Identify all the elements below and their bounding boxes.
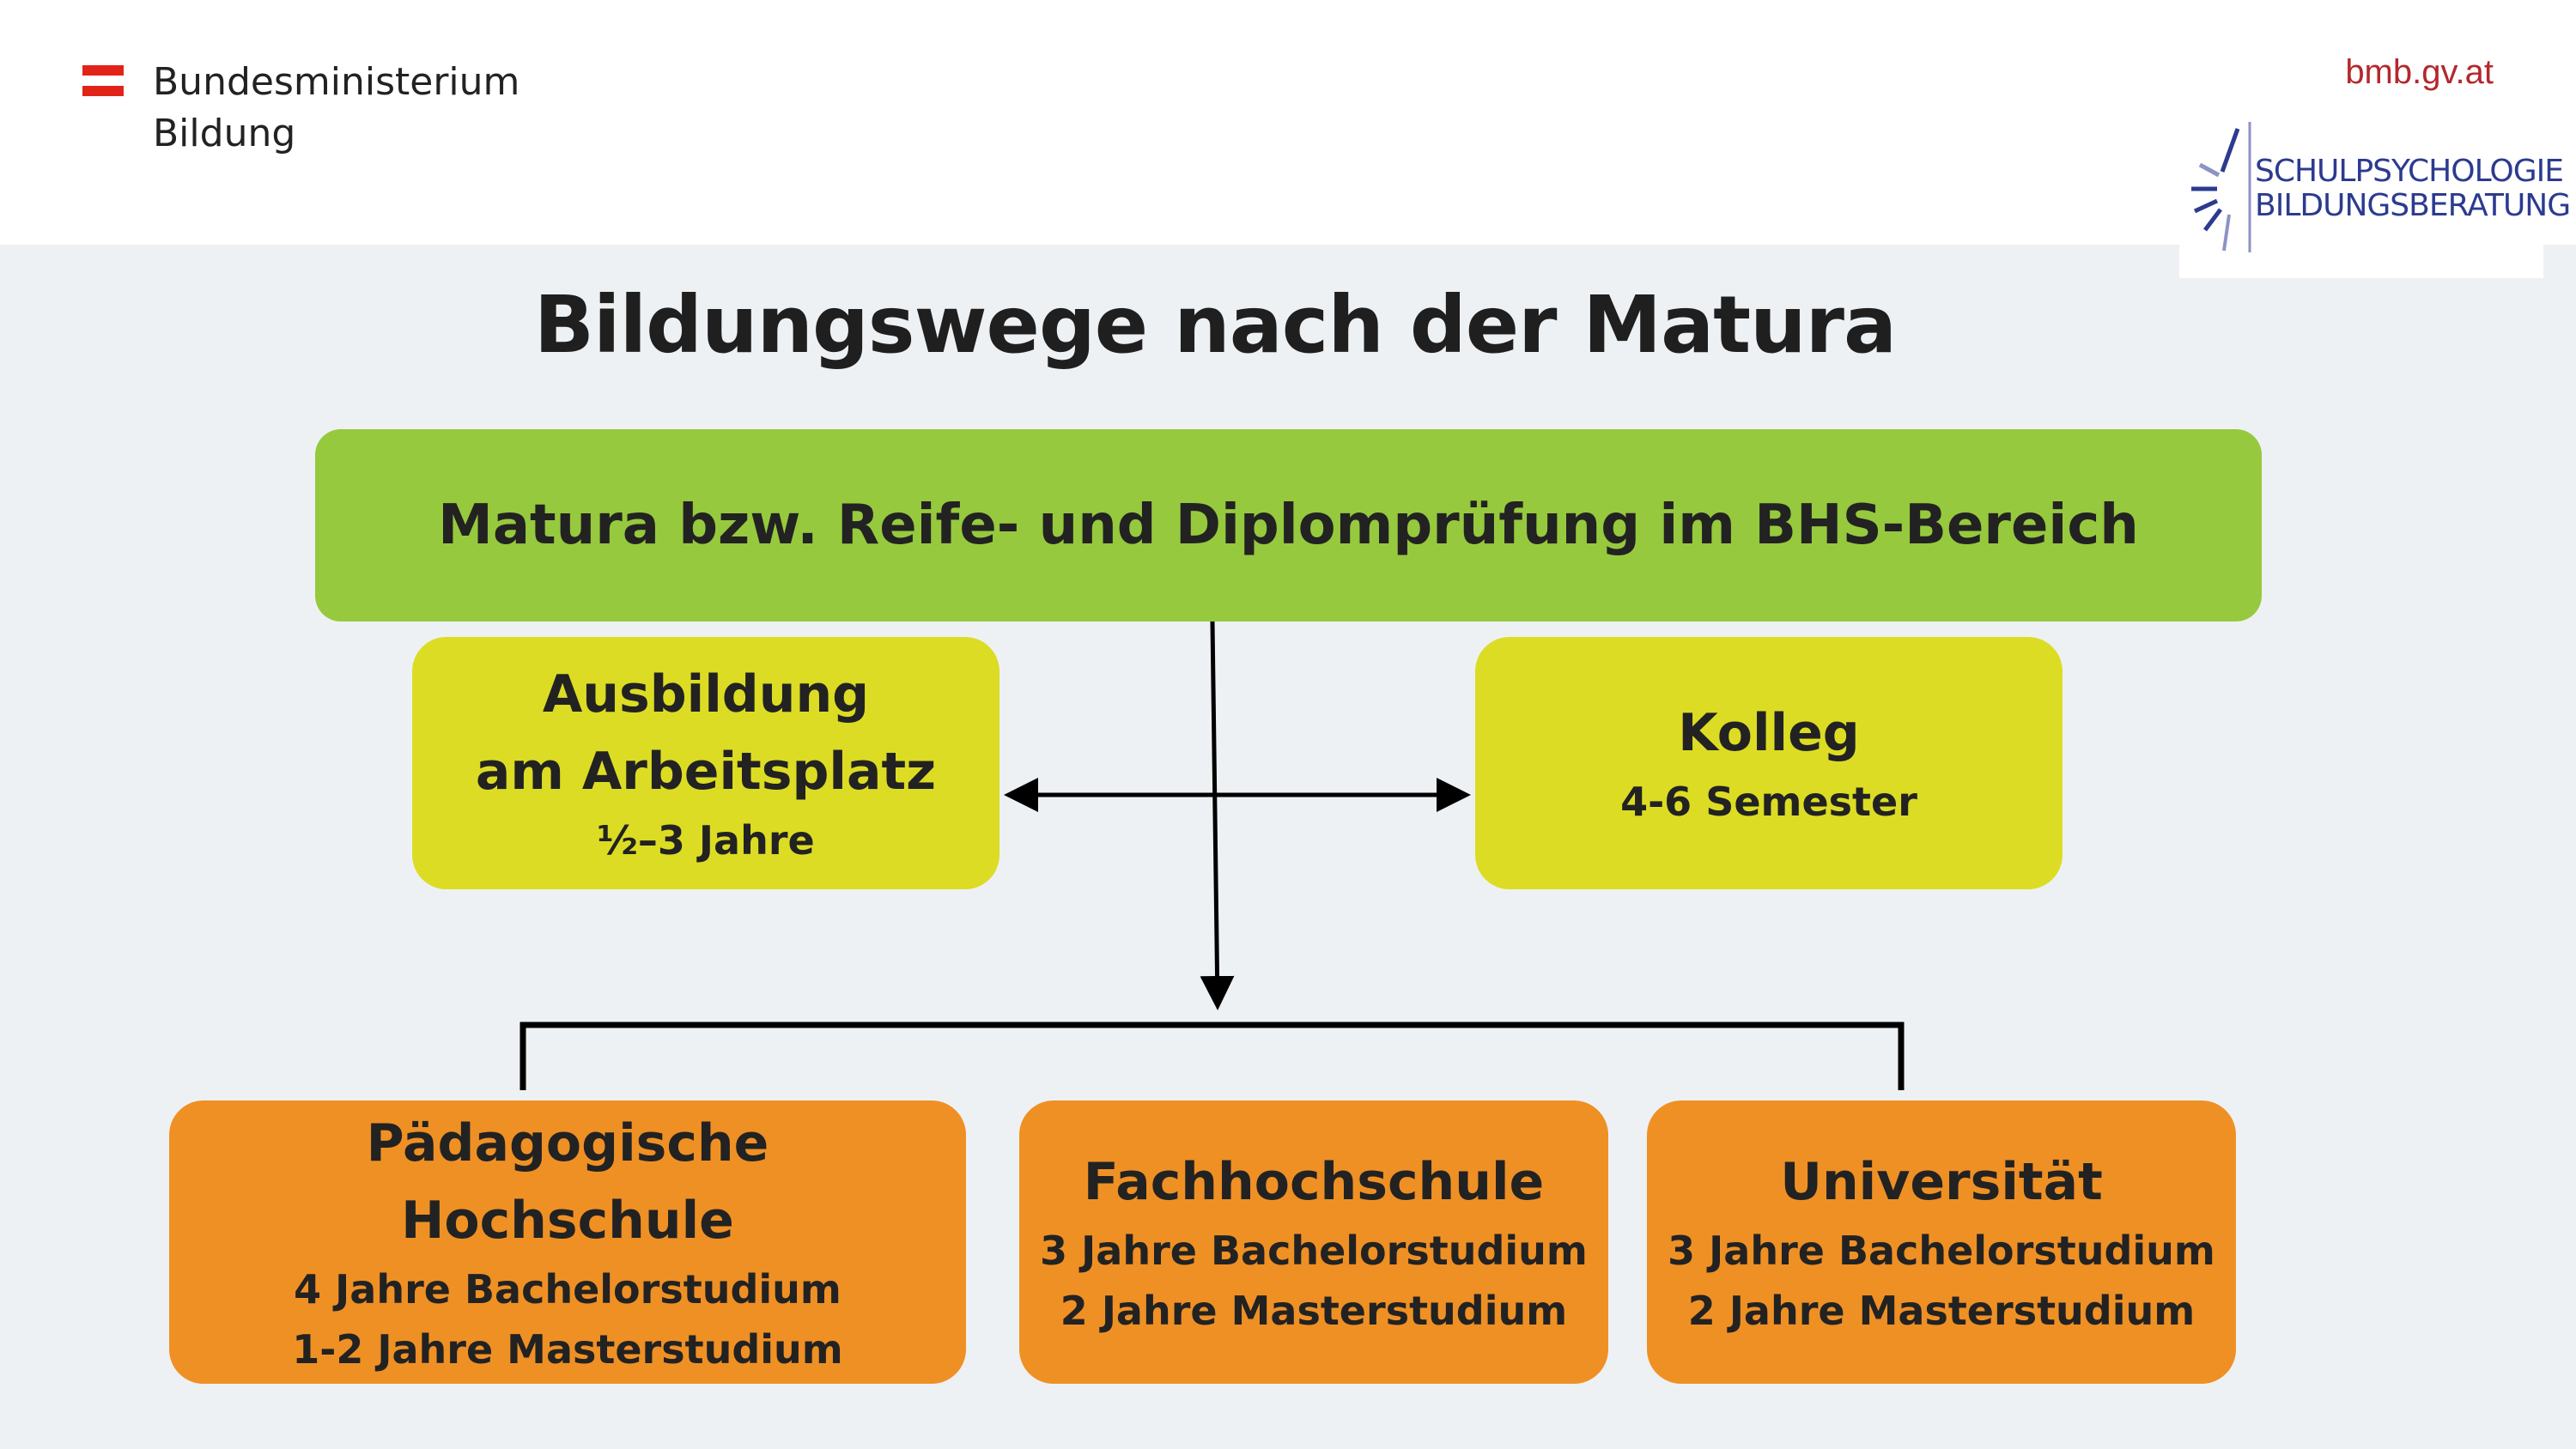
austria-flag-icon xyxy=(82,65,124,96)
node-matura: Matura bzw. Reife- und Diplomprüfung im … xyxy=(315,429,2262,621)
node-paed-detail-1: 4 Jahre Bachelorstudium xyxy=(294,1266,841,1313)
node-paed-title-2: Hochschule xyxy=(401,1191,734,1251)
logo-text: SCHULPSYCHOLOGIE BILDUNGSBERATUNG xyxy=(2255,154,2571,223)
connector-matura-down xyxy=(1200,621,1235,1010)
node-kolleg-title: Kolleg xyxy=(1678,703,1860,763)
logo-line-1: SCHULPSYCHOLOGIE xyxy=(2255,154,2564,189)
node-ausbildung-duration: ½–3 Jahre xyxy=(597,817,815,864)
ministry-name: Bundesministerium Bildung xyxy=(153,57,519,160)
node-kolleg: Kolleg 4-6 Semester xyxy=(1475,637,2063,889)
schulpsychologie-logo xyxy=(2179,113,2543,278)
node-ausbildung-title-2: am Arbeitsplatz xyxy=(475,742,937,802)
node-fachhochschule: Fachhochschule 3 Jahre Bachelorstudium 2… xyxy=(1019,1100,1608,1384)
node-paed-detail-2: 1-2 Jahre Masterstudium xyxy=(292,1326,843,1373)
header-bar xyxy=(0,0,2576,245)
node-fh-detail-1: 3 Jahre Bachelorstudium xyxy=(1040,1228,1588,1274)
ministry-line-2: Bildung xyxy=(153,112,296,155)
logo-line-2: BILDUNGSBERATUNG xyxy=(2255,188,2571,223)
page-title: Bildungswege nach der Matura xyxy=(533,279,1897,371)
node-fh-title: Fachhochschule xyxy=(1083,1152,1545,1212)
node-paed-title-1: Pädagogische xyxy=(366,1113,769,1173)
node-ausbildung: Ausbildung am Arbeitsplatz ½–3 Jahre xyxy=(412,637,999,889)
node-uni-title: Universität xyxy=(1780,1152,2103,1212)
node-paedagogische-hochschule: Pädagogische Hochschule 4 Jahre Bachelor… xyxy=(169,1100,966,1384)
ministry-line-1: Bundesministerium xyxy=(153,60,520,104)
node-uni-detail-2: 2 Jahre Masterstudium xyxy=(1687,1288,2196,1334)
node-universitaet: Universität 3 Jahre Bachelorstudium 2 Ja… xyxy=(1647,1100,2236,1384)
node-fh-detail-2: 2 Jahre Masterstudium xyxy=(1060,1288,1568,1334)
website-url[interactable]: bmb.gv.at xyxy=(2345,53,2494,91)
node-ausbildung-title-1: Ausbildung xyxy=(542,664,870,724)
node-matura-title: Matura bzw. Reife- und Diplomprüfung im … xyxy=(438,494,2139,557)
connector-bracket xyxy=(519,1022,1905,1090)
node-kolleg-duration: 4-6 Semester xyxy=(1620,779,1917,825)
node-uni-detail-1: 3 Jahre Bachelorstudium xyxy=(1668,1228,2215,1274)
logo-rays-icon xyxy=(2191,122,2251,252)
